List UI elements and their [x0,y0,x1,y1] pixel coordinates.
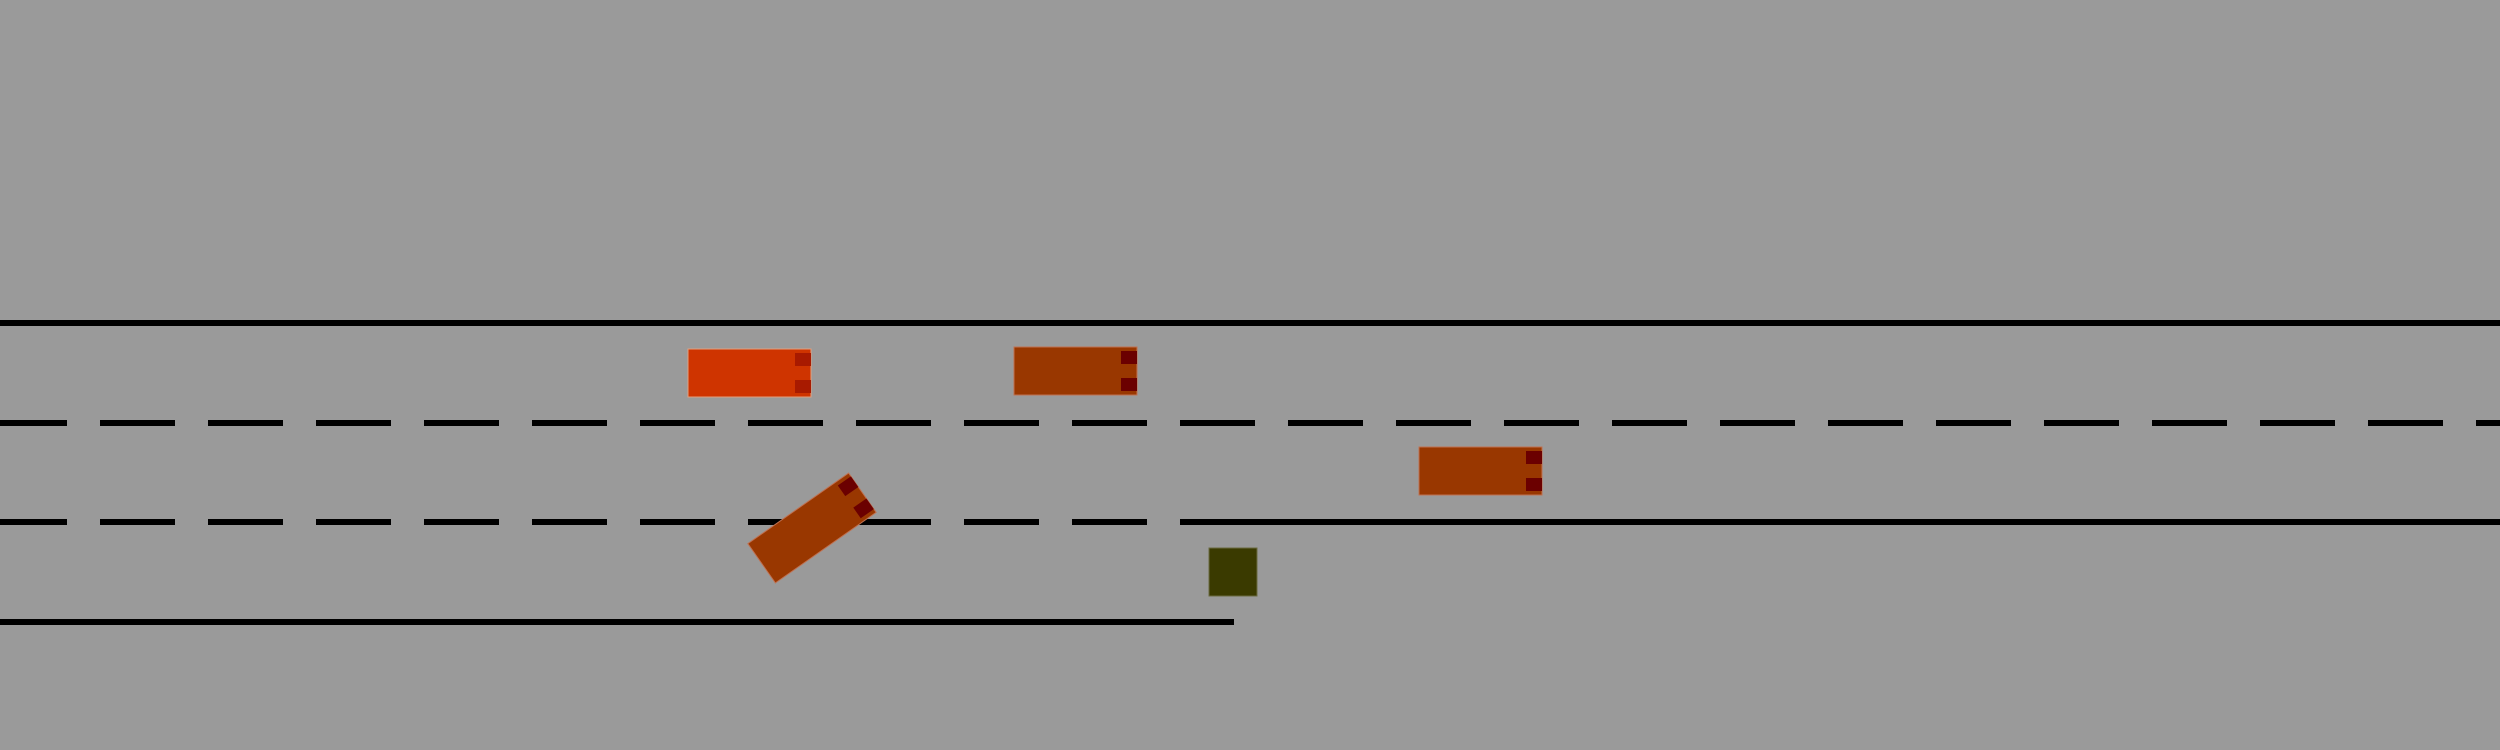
vehicle-headlight [1526,451,1542,464]
vehicle-body [747,472,877,584]
road-lines [0,320,2500,625]
vehicle-headlight [795,380,811,393]
obstacle-block [1208,547,1258,597]
vehicle-headlight [795,353,811,366]
vehicle-headlight [1121,351,1137,364]
vehicle-2 [1013,346,1138,396]
vehicle-headlight [1121,378,1137,391]
vehicle-body [1418,446,1543,496]
obstacles-layer [1208,547,1258,597]
vehicles-layer [687,346,1543,584]
vehicle-3 [1418,446,1543,496]
vehicle-headlight [853,498,874,519]
vehicle-headlight [1526,478,1542,491]
vehicle-headlight [837,476,859,497]
vehicle-body [687,348,812,398]
vehicle-body [1013,346,1138,396]
vehicle-ego [687,348,812,398]
vehicle-4 [747,472,877,584]
